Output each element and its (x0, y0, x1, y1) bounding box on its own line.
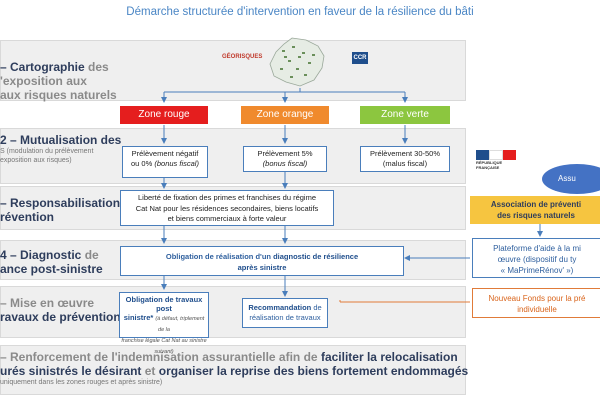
step-3-label: – Responsabilisation révention (0, 196, 121, 224)
republique-logo: RÉPUBLIQUE FRANÇAISE (476, 150, 517, 170)
travaux-box: Obligation de travaux post sinistre* (à … (119, 292, 209, 355)
prelevement-rouge: Prélèvement négatif ou 0% (bonus fiscal) (122, 146, 208, 178)
zone-orange: Zone orange (241, 106, 329, 124)
prelevement-orange: Prélèvement 5% (bonus fiscal) (243, 146, 327, 172)
diagnostic-box: Obligation de réalisation d'un diagnosti… (120, 246, 404, 276)
step-6-label: – Renforcement de l'indemnisation assura… (0, 350, 469, 386)
zone-verte: Zone verte (360, 106, 450, 124)
step-5-label: – Mise en œuvre ravaux de prévention (0, 296, 121, 324)
zone-rouge: Zone rouge (120, 106, 208, 124)
france-map (262, 36, 336, 88)
association-prevention-box: Association de préventi des risques natu… (470, 196, 600, 224)
assureurs-oval: Assu (542, 164, 600, 194)
nouveau-fonds-box: Nouveau Fonds pour la pré individuelle (472, 288, 600, 318)
liberte-box: Liberté de fixation des primes et franch… (120, 190, 334, 226)
step-2-label: 2 – Mutualisation des S (modulation du p… (0, 133, 122, 164)
band-step-5 (0, 286, 466, 338)
ccr-logo: CCR (352, 52, 368, 64)
plateforme-box: Plateforme d'aide à la mi œuvre (disposi… (472, 238, 600, 278)
step-1-label: – Cartographie des 'exposition aux aux r… (0, 60, 117, 102)
prelevement-verte: Prélèvement 30-50% (malus fiscal) (360, 146, 450, 172)
band-step-6 (0, 345, 466, 395)
diagram-title: Démarche structurée d'intervention en fa… (126, 6, 474, 18)
band-step-1 (0, 40, 466, 101)
step-4-label: 4 – Diagnostic de ance post-sinistre (0, 248, 103, 276)
recommandation-box: Recommandation de réalisation de travaux (242, 298, 328, 328)
georisques-logo: GÉORISQUES (222, 54, 263, 60)
